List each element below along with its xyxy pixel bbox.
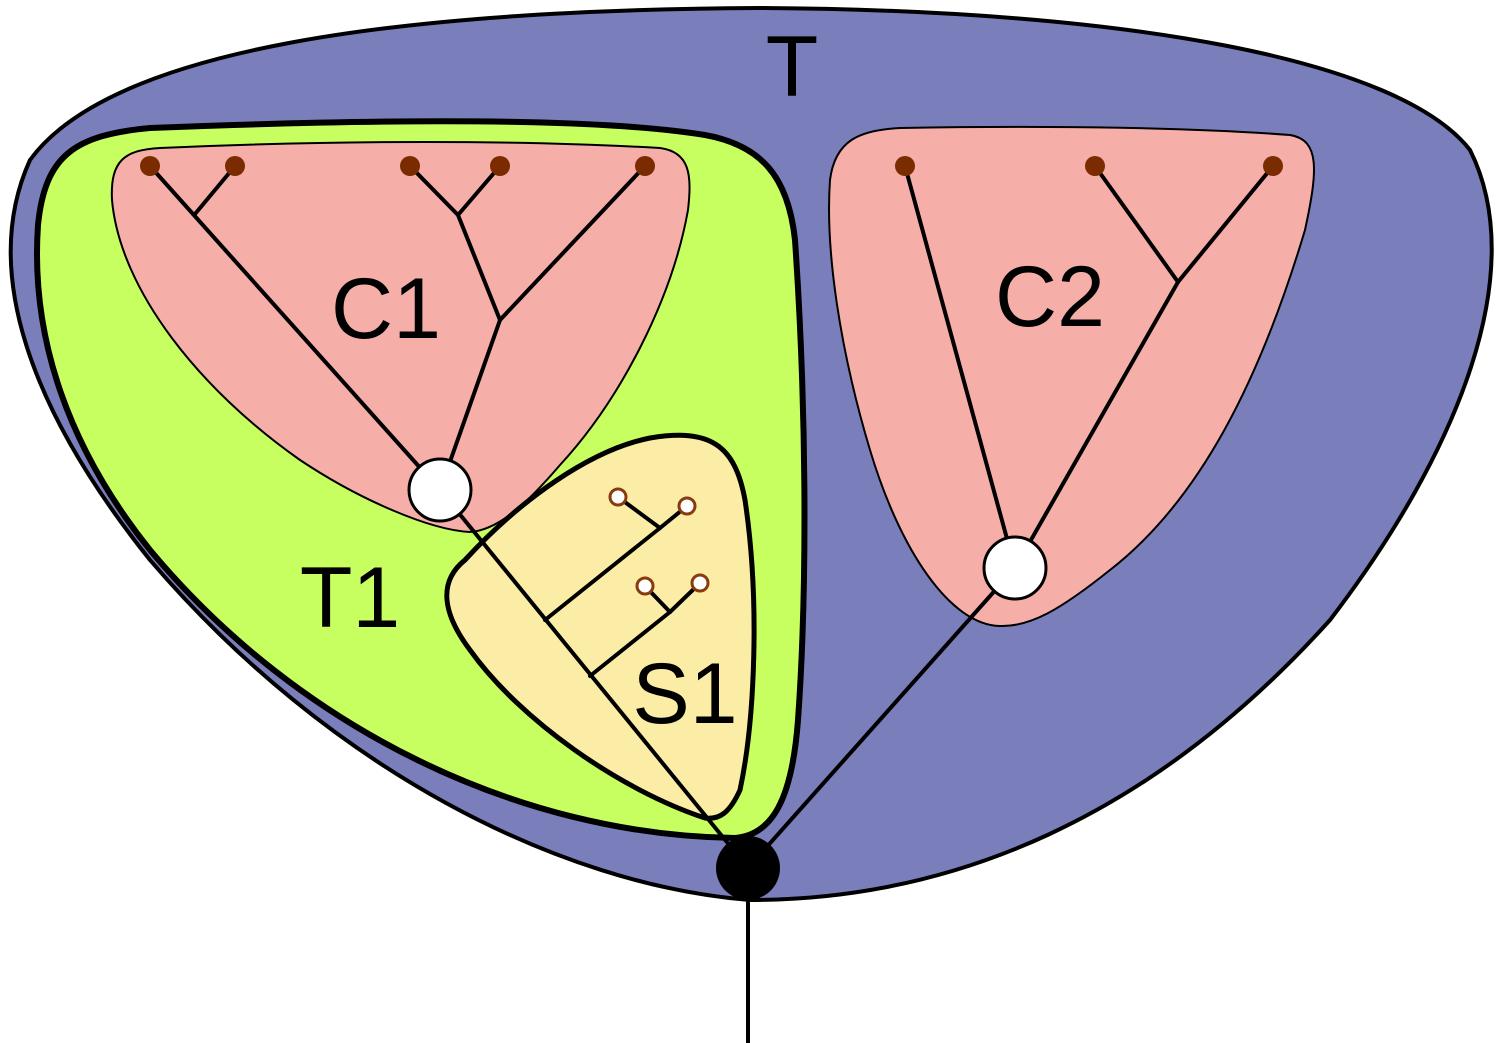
leaf-node xyxy=(400,156,420,176)
leaf-node-hollow xyxy=(608,487,628,507)
edge xyxy=(746,566,1017,870)
edge xyxy=(456,164,502,217)
leaf-node xyxy=(1263,156,1283,176)
edge xyxy=(903,164,1017,570)
leaf-node xyxy=(140,156,160,176)
label-t: T xyxy=(766,19,819,115)
edge xyxy=(1013,280,1180,570)
edge xyxy=(1093,164,1180,284)
edge xyxy=(543,526,662,622)
region-s1 xyxy=(444,432,757,821)
tree-root-node xyxy=(716,836,780,900)
edge xyxy=(588,610,672,678)
leaf-node xyxy=(225,156,245,176)
edge xyxy=(408,164,460,217)
label-c1: C1 xyxy=(331,261,441,357)
leaf-node xyxy=(895,156,915,176)
edge xyxy=(456,213,502,322)
region-c2 xyxy=(828,125,1316,628)
label-t1: T1 xyxy=(300,550,400,646)
edge xyxy=(1176,164,1275,284)
region-c1 xyxy=(110,141,691,534)
leaf-node xyxy=(490,156,510,176)
edge xyxy=(148,164,442,492)
leaf-node-hollow xyxy=(690,573,710,593)
clade-root-node xyxy=(982,535,1048,601)
label-c2: C2 xyxy=(995,249,1105,345)
edge xyxy=(498,164,647,322)
leaf-node xyxy=(1085,156,1105,176)
leaf-node xyxy=(635,156,655,176)
label-s1: S1 xyxy=(632,646,737,742)
leaf-node-hollow xyxy=(635,576,655,596)
edge xyxy=(193,164,237,216)
edge xyxy=(438,488,750,870)
leaf-node-hollow xyxy=(677,496,697,516)
clade-root-node xyxy=(407,457,473,523)
